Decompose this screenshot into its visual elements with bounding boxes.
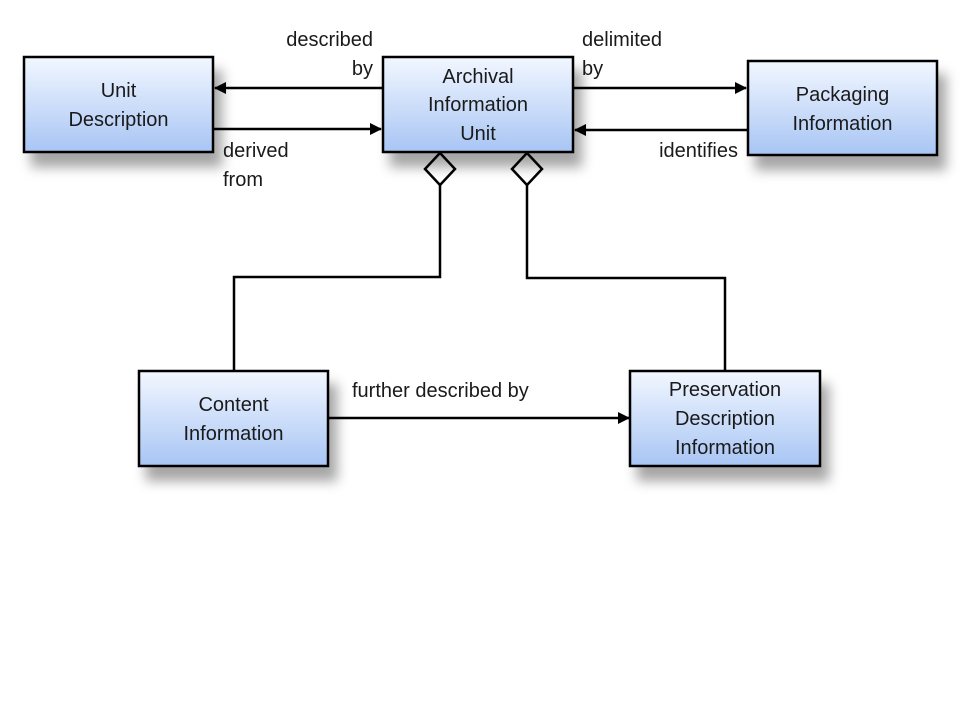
node-label-line: Information bbox=[792, 113, 892, 135]
node-label-line: Information bbox=[428, 94, 528, 116]
edge-label-delimited-by: delimited by bbox=[582, 29, 662, 80]
aggregation-line-preservation bbox=[525, 184, 727, 371]
aggregation-line-content bbox=[232, 184, 442, 371]
node-label-line: Archival bbox=[442, 66, 513, 88]
edge-label-line: further described by bbox=[352, 380, 529, 402]
node-archival-information-unit: Archival Information Unit bbox=[381, 55, 575, 154]
node-label-line: Unit bbox=[460, 123, 496, 145]
node-packaging-information: Packaging Information bbox=[746, 59, 939, 157]
edge-label-derived-from: derived from bbox=[223, 140, 289, 191]
node-label-line: Description bbox=[675, 408, 775, 430]
edge-label-further-described-by: further described by bbox=[352, 380, 529, 402]
node-label-line: Preservation bbox=[669, 379, 781, 401]
node-preservation-description-information: Preservation Description Information bbox=[628, 369, 822, 468]
edge-label-line: described bbox=[286, 29, 373, 51]
edge-label-line: by bbox=[582, 58, 603, 80]
connectors bbox=[213, 82, 748, 424]
edge-label-line: delimited bbox=[582, 29, 662, 51]
edge-label-line: derived bbox=[223, 140, 289, 162]
edge-label-described-by: described by bbox=[286, 29, 373, 80]
node-label-line: Information bbox=[183, 423, 283, 445]
node-label-line: Description bbox=[68, 109, 168, 131]
edge-label-line: by bbox=[352, 58, 373, 80]
node-unit-description: Unit Description bbox=[22, 55, 215, 154]
edge-label-line: identifies bbox=[659, 140, 738, 162]
node-content-information: Content Information bbox=[137, 369, 330, 468]
aggregation-diamond-content bbox=[423, 151, 457, 187]
edge-label-identifies: identifies bbox=[659, 140, 738, 162]
node-label-line: Unit bbox=[101, 80, 137, 102]
node-label-line: Information bbox=[675, 437, 775, 459]
node-label-line: Packaging bbox=[796, 84, 889, 106]
edge-label-line: from bbox=[223, 169, 263, 191]
aggregation-diamond-preservation bbox=[510, 151, 544, 187]
node-label-line: Content bbox=[198, 394, 268, 416]
